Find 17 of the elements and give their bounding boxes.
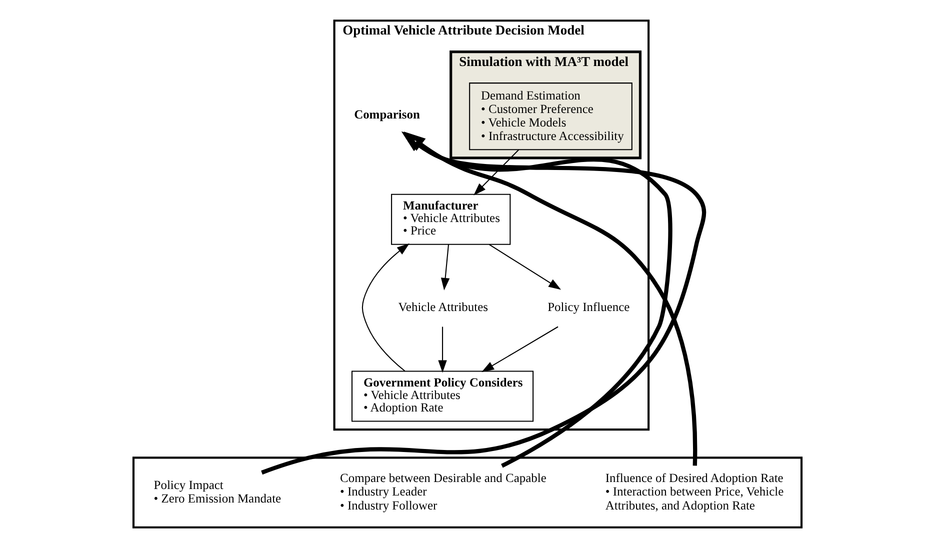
arrow: [473, 150, 518, 196]
node-text: Policy Impact • Zero Emission Mandate: [153, 478, 281, 506]
arrow: [260, 132, 706, 475]
node-text: Comparison: [354, 108, 420, 122]
arrow: [361, 243, 409, 372]
arrow: [488, 244, 561, 290]
node-text: Vehicle Attributes: [398, 300, 488, 314]
cluster: [132, 456, 802, 528]
node-box: Demand Estimation • Customer Preference • Vehicle Models • Infrastructure Accessibility: [468, 82, 632, 150]
arrow: [440, 244, 450, 290]
node-text: Policy Influence: [547, 300, 630, 314]
node-box: Manufacturer • Vehicle Attributes • Price: [390, 194, 510, 245]
node-box: Government Policy Considers • Vehicle Attributes • Adoption Rate: [350, 370, 534, 422]
arrow: [438, 326, 446, 373]
node-text: Influence of Desired Adoption Rate • Interaction between Price, Vehicle Attributes, and Adoption Rate: [604, 471, 784, 512]
node-text: Compare between Desirable and Capable • Industry Leader • Industry Follower: [340, 471, 546, 512]
arrow: [481, 326, 558, 372]
